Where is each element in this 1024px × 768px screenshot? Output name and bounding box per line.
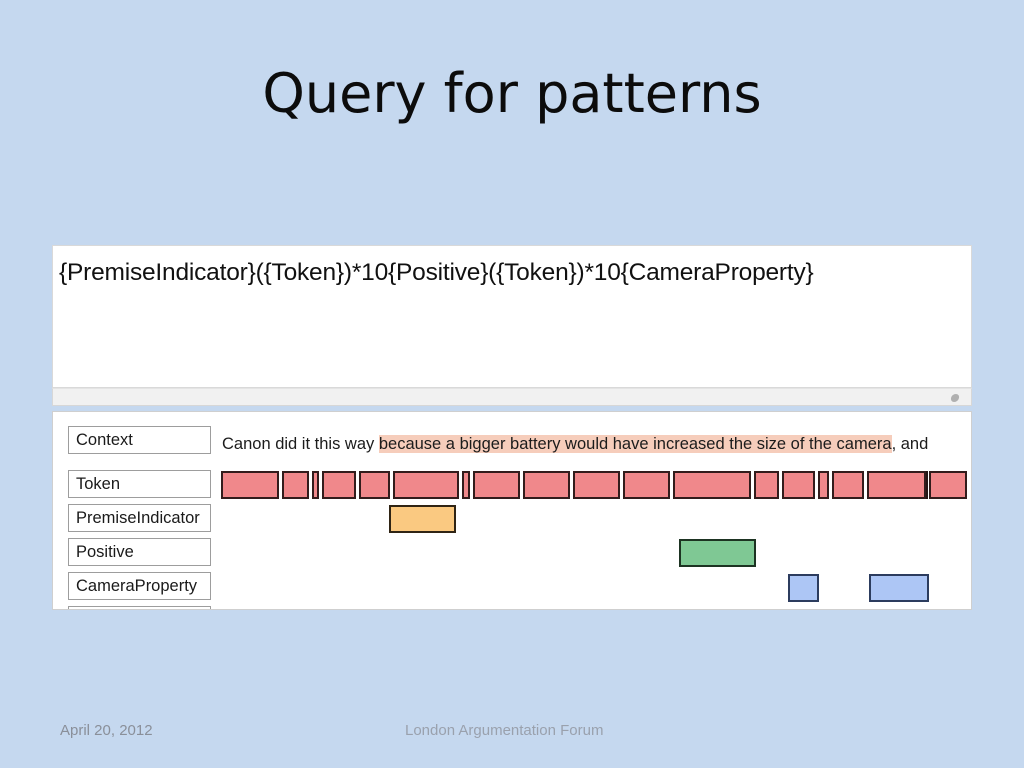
annotation-chip-token-9[interactable] bbox=[523, 471, 570, 499]
row-label-context[interactable]: Context bbox=[68, 426, 211, 454]
annotation-chip-positive-1[interactable] bbox=[679, 539, 756, 567]
resize-grip-icon[interactable] bbox=[950, 394, 960, 402]
annotation-chip-token-5[interactable] bbox=[359, 471, 390, 499]
row-label-premiseindicator[interactable]: PremiseIndicator bbox=[68, 504, 211, 532]
query-statusbar bbox=[52, 388, 972, 406]
annotation-chip-token-11[interactable] bbox=[623, 471, 670, 499]
annotation-chip-token-12[interactable] bbox=[673, 471, 751, 499]
row-label-token[interactable]: Token bbox=[68, 470, 211, 498]
context-after: , and bbox=[891, 435, 929, 453]
row-label-partial[interactable] bbox=[68, 606, 211, 609]
context-highlight: because a bigger battery would have incr… bbox=[378, 435, 892, 453]
row-label-cameraproperty[interactable]: CameraProperty bbox=[68, 572, 211, 600]
annotation-chip-token-8[interactable] bbox=[473, 471, 520, 499]
footer-event: London Argumentation Forum bbox=[405, 722, 604, 739]
annotation-chip-token-17[interactable] bbox=[867, 471, 926, 499]
annotation-chip-cameraproperty-1[interactable] bbox=[788, 574, 819, 602]
query-pattern-text[interactable]: {PremiseIndicator}({Token})*10{Positive}… bbox=[59, 259, 814, 286]
row-label-positive[interactable]: Positive bbox=[68, 538, 211, 566]
annotation-panel: Context Token PremiseIndicator Positive … bbox=[52, 411, 972, 610]
annotation-divider-token-1 bbox=[926, 471, 928, 499]
annotation-chip-token-15[interactable] bbox=[818, 471, 829, 499]
tool-screenshot: {PremiseIndicator}({Token})*10{Positive}… bbox=[52, 245, 972, 610]
annotation-chip-token-7[interactable] bbox=[462, 471, 470, 499]
annotation-chip-token-13[interactable] bbox=[754, 471, 779, 499]
annotation-chip-token-10[interactable] bbox=[573, 471, 620, 499]
annotation-chip-cameraproperty-2[interactable] bbox=[869, 574, 929, 602]
annotation-chip-token-6[interactable] bbox=[393, 471, 459, 499]
context-before: Canon did it this way bbox=[222, 435, 379, 453]
page-title: Query for patterns bbox=[262, 62, 762, 125]
annotation-chip-token-4[interactable] bbox=[322, 471, 356, 499]
annotation-chip-token-18[interactable] bbox=[929, 471, 967, 499]
annotation-chip-token-3[interactable] bbox=[312, 471, 319, 499]
annotation-chip-token-16[interactable] bbox=[832, 471, 864, 499]
query-editor-panel[interactable]: {PremiseIndicator}({Token})*10{Positive}… bbox=[52, 245, 972, 388]
context-sentence: Canon did it this way because a bigger b… bbox=[222, 431, 928, 457]
annotation-lanes: Canon did it this way because a bigger b… bbox=[53, 412, 971, 609]
annotation-chip-token-14[interactable] bbox=[782, 471, 815, 499]
annotation-chip-premiseindicator-1[interactable] bbox=[389, 505, 456, 533]
annotation-chip-token-1[interactable] bbox=[221, 471, 279, 499]
annotation-chip-token-2[interactable] bbox=[282, 471, 309, 499]
footer-date: April 20, 2012 bbox=[60, 722, 153, 739]
